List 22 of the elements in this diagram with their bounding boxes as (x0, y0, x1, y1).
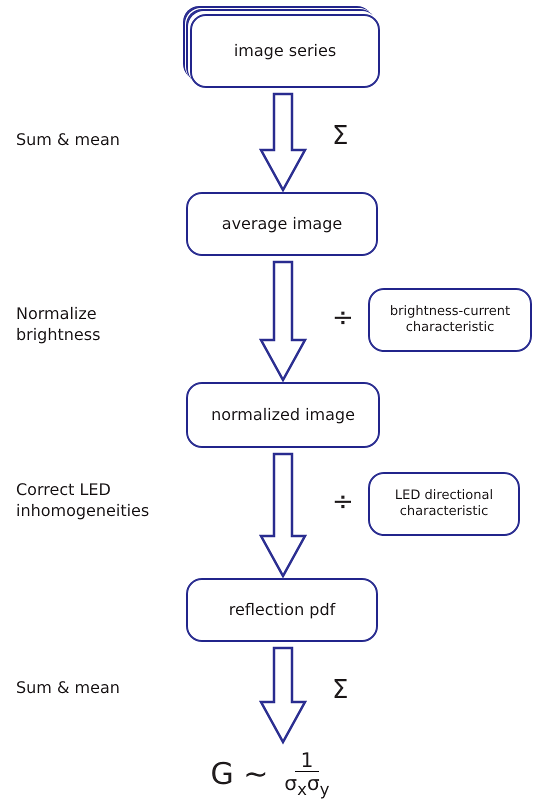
factor-box (368, 472, 520, 536)
fraction-denominator: σ$_{x}$σ$_{y}$ (284, 772, 330, 800)
node-text: average image (222, 214, 342, 234)
step-description: Sum & mean (16, 678, 121, 699)
process-box (186, 382, 380, 448)
block-arrow (258, 646, 308, 745)
node-text: image series (234, 41, 336, 61)
node-text: brightness-current characteristic (388, 304, 512, 336)
node-text: LED directional characteristic (394, 488, 494, 520)
step-description: Correct LED inhomogeneities (16, 480, 150, 522)
process-box (186, 578, 378, 642)
node-text: normalized image (211, 405, 355, 425)
block-arrow (258, 260, 308, 383)
fraction-numerator: 1 (294, 748, 320, 772)
process-box (186, 192, 378, 256)
block-arrow (258, 92, 308, 193)
node-text: reflection pdf (228, 600, 336, 620)
formula-symbol: G ~ (210, 756, 268, 792)
step-description: Normalize brightness (16, 304, 102, 346)
step-description: Sum & mean (16, 130, 121, 151)
block-arrow (258, 452, 308, 579)
factor-box (368, 288, 532, 352)
